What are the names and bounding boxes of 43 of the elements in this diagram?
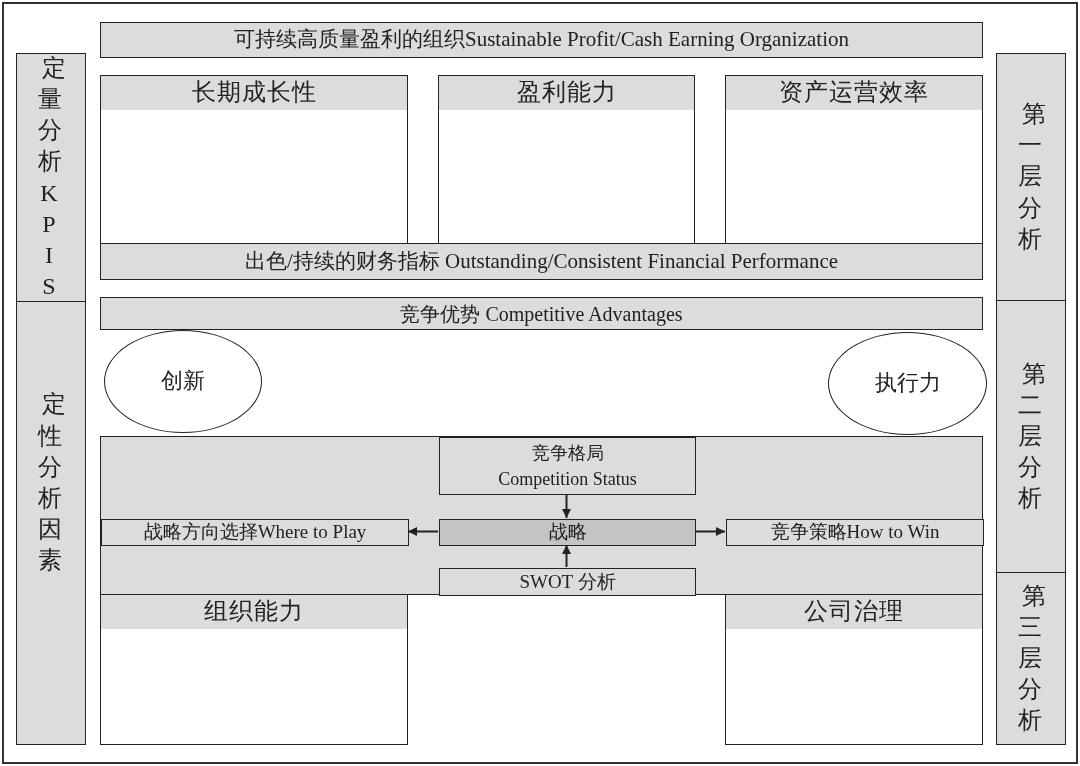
arrow bbox=[406, 526, 439, 536]
arrow bbox=[561, 492, 571, 519]
label-box bbox=[726, 519, 984, 546]
strategy-panel bbox=[100, 436, 983, 595]
side-label: 定性分析因素 bbox=[38, 390, 64, 576]
category-card bbox=[100, 75, 408, 244]
box-label: 战略方向选择Where to Play bbox=[143, 521, 367, 544]
category-card bbox=[438, 75, 695, 244]
card-heading: 长期成长性 bbox=[191, 78, 317, 107]
banner-text: 可持续高质量盈利的组织Sustainable Profit/Cash Earning Organization bbox=[234, 27, 849, 53]
label-box bbox=[439, 568, 696, 596]
side-bar bbox=[16, 301, 86, 745]
side-label: 定量分析KPIS bbox=[38, 53, 64, 302]
banner-text: 竞争优势 Competitive Advantages bbox=[400, 301, 683, 326]
card-heading: 盈利能力 bbox=[516, 78, 617, 107]
banner-bar bbox=[100, 297, 983, 330]
banner-bar bbox=[100, 22, 983, 58]
side-bar bbox=[996, 53, 1066, 301]
box-label: 战略 bbox=[548, 521, 587, 544]
label-box bbox=[439, 437, 696, 495]
box-label: 竞争格局 Competition Status bbox=[497, 441, 638, 491]
side-bar bbox=[996, 300, 1066, 573]
category-card bbox=[725, 75, 983, 244]
ellipse-label: 执行力 bbox=[874, 370, 941, 397]
card-heading: 公司治理 bbox=[804, 597, 904, 626]
banner-text: 出色/持续的财务指标 Outstanding/Consistent Financial Performance bbox=[244, 248, 839, 275]
side-label: 第二层分析 bbox=[1018, 359, 1044, 514]
side-bar bbox=[996, 572, 1066, 745]
label-box bbox=[101, 519, 409, 546]
arrow bbox=[693, 526, 726, 536]
side-bar bbox=[16, 53, 86, 302]
side-label: 第一层分析 bbox=[1018, 100, 1044, 254]
category-card bbox=[725, 594, 983, 745]
box-label: 竞争策略How to Win bbox=[770, 521, 940, 544]
category-card bbox=[100, 594, 408, 745]
strategy-box bbox=[439, 519, 696, 546]
box-label: SWOT 分析 bbox=[519, 570, 616, 594]
side-label: 第三层分析 bbox=[1018, 581, 1044, 736]
card-heading: 组织能力 bbox=[204, 597, 304, 626]
arrow bbox=[561, 543, 571, 568]
banner-bar bbox=[100, 243, 983, 280]
ellipse-label: 创新 bbox=[161, 368, 205, 395]
card-heading: 资产运营效率 bbox=[779, 78, 929, 107]
